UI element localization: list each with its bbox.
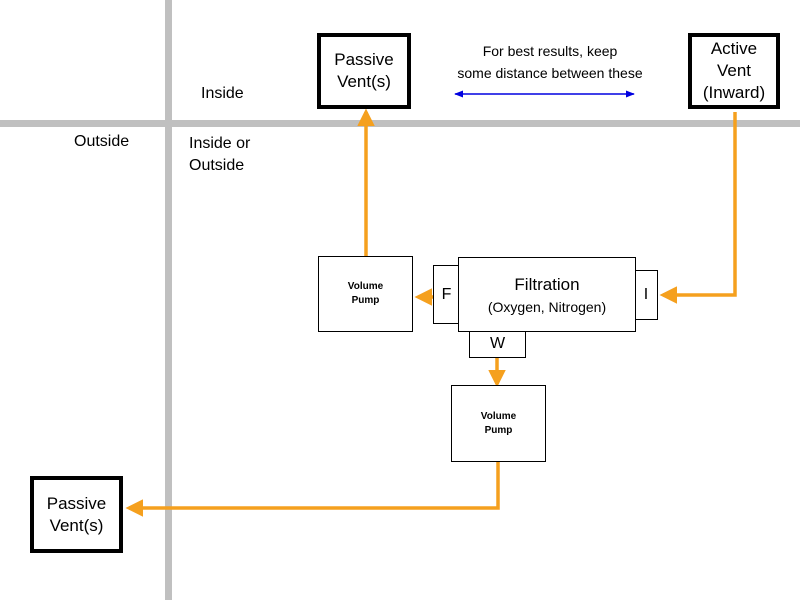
active-vent-inward: Active Vent (Inward) <box>688 33 780 109</box>
horizontal-wall <box>0 120 800 127</box>
filtration-port-w: W <box>469 330 526 358</box>
flow-lower-pump-to-passive-vent <box>125 462 500 517</box>
flow-active-vent-to-filtration <box>659 112 737 304</box>
filtration-port-f: F <box>433 265 460 324</box>
label-outside: Outside <box>74 133 130 150</box>
label-inside-or-outside: Inside or Outside <box>189 135 251 174</box>
volume-pump-lower: Volume Pump <box>451 385 546 462</box>
vertical-wall <box>165 0 172 600</box>
filtration-title: Filtration <box>514 274 580 294</box>
passive-vent-top: Passive Vent(s) <box>317 33 411 109</box>
filtration-unit: Filtration (Oxygen, Nitrogen) <box>458 257 636 332</box>
volume-pump-upper: Volume Pump <box>318 256 413 332</box>
filtration-port-i: I <box>634 270 658 320</box>
label-inside: Inside <box>201 85 244 102</box>
filtration-subtitle: (Oxygen, Nitrogen) <box>487 298 607 315</box>
passive-vent-bottom: Passive Vent(s) <box>30 476 123 553</box>
distance-note: For best results, keep some distance bet… <box>457 43 643 81</box>
